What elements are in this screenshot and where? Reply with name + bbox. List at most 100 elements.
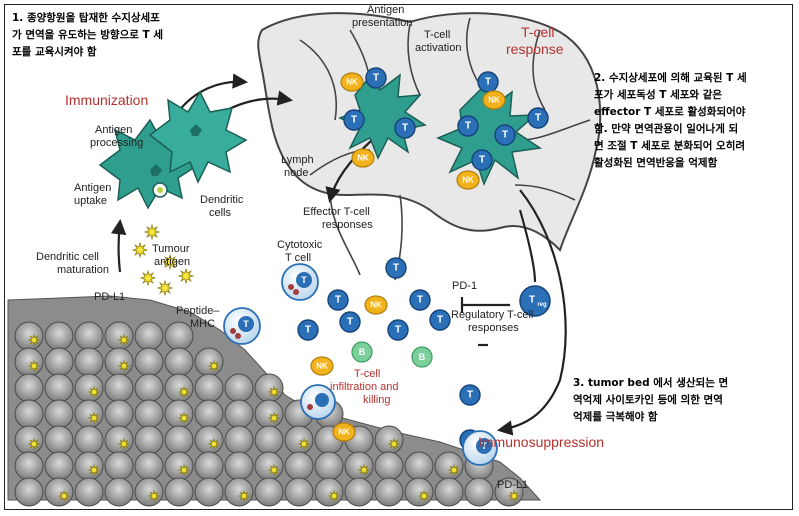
t-cell-label: T bbox=[335, 295, 341, 306]
figure-frame bbox=[4, 4, 793, 510]
tumour-cell bbox=[104, 321, 134, 351]
tumour-cell bbox=[284, 477, 314, 507]
t-cell: T bbox=[457, 115, 479, 137]
nk-cell-label: NK bbox=[370, 301, 382, 310]
tumour-mass bbox=[7, 295, 542, 507]
t-cell-label: T bbox=[481, 441, 487, 451]
note-3-line: 역억제 사이토카인 등에 의한 면역 bbox=[573, 394, 723, 406]
tumour-cell bbox=[374, 477, 404, 507]
note-2-line: 활성화된 면역반응을 억제함 bbox=[594, 157, 718, 169]
label-lymph-node: node bbox=[284, 167, 309, 179]
tumour-cell bbox=[44, 347, 74, 377]
t-cell-label: T bbox=[535, 113, 541, 124]
tumour-antigen-icon bbox=[207, 437, 221, 451]
label-t-cell-infiltration: infiltration and bbox=[330, 381, 399, 393]
t-cell-label: T bbox=[243, 319, 249, 329]
tumour-antigen-icon bbox=[27, 437, 41, 451]
t-cell-label: T bbox=[393, 263, 399, 274]
tumour-cell bbox=[14, 373, 44, 403]
t-cell: T bbox=[527, 107, 549, 129]
tumour-cell bbox=[284, 425, 314, 455]
tumour-cell bbox=[164, 451, 194, 481]
note-2-line: 포가 세포독성 T 세포와 같은 bbox=[594, 89, 723, 101]
label-peptide-mhc: MHC bbox=[190, 318, 216, 330]
tumour-cell bbox=[44, 399, 74, 429]
label-tumour-antigen: Tumour bbox=[152, 243, 190, 255]
tumour-cell bbox=[164, 321, 194, 351]
tumour-antigen-icon bbox=[387, 437, 401, 451]
note-2-line: 면 조절 T 세포로 분화되어 오히려 bbox=[594, 140, 746, 152]
tumour-cell bbox=[14, 347, 44, 377]
tumour-cell bbox=[224, 451, 254, 481]
nk-cell-label: NK bbox=[357, 154, 369, 163]
t-cell-label: T bbox=[301, 275, 307, 285]
t-cell-label: T bbox=[347, 317, 353, 328]
tumour-antigen-icon bbox=[27, 333, 41, 347]
nk-cell: NK bbox=[351, 148, 375, 168]
tumour-cell bbox=[134, 373, 164, 403]
tumour-cell bbox=[14, 321, 44, 351]
tumour-antigen-icon bbox=[357, 463, 371, 477]
lymph-node bbox=[257, 12, 602, 252]
tumour-antigen-icon bbox=[177, 411, 191, 425]
t-cell: T bbox=[385, 257, 407, 279]
tumour-antigen-icon bbox=[117, 333, 131, 347]
label-t-cell-activation: activation bbox=[415, 42, 462, 54]
t-cell-label: T bbox=[395, 325, 401, 336]
t-cell: T bbox=[327, 289, 349, 311]
tumour-cell bbox=[14, 425, 44, 455]
nk-cell: NK bbox=[364, 295, 388, 315]
label-dendritic-cell-maturation: maturation bbox=[57, 264, 109, 276]
tumour-antigen-icon bbox=[147, 489, 161, 503]
note-2: 2. 수지상세포에 의해 교육된 T 세 포가 세포독성 T 세포와 같은 ef… bbox=[594, 70, 747, 172]
lymph-vessel bbox=[329, 189, 361, 276]
tumour-cell bbox=[104, 477, 134, 507]
tumour-cell bbox=[134, 347, 164, 377]
dendritic-cell bbox=[148, 90, 248, 184]
tumour-cell bbox=[74, 399, 104, 429]
tumour-antigen-icon bbox=[267, 385, 281, 399]
tumour-cell bbox=[374, 425, 404, 455]
t-cell: T bbox=[394, 117, 416, 139]
label-pd-1: PD-1 bbox=[452, 280, 478, 292]
tumour-cell bbox=[254, 373, 284, 403]
tumour-antigen-icon bbox=[131, 241, 149, 259]
arrow-to-treg bbox=[518, 209, 537, 283]
t-cell-label: T bbox=[305, 325, 311, 336]
t-cell: T bbox=[477, 71, 499, 93]
tumour-cell bbox=[314, 451, 344, 481]
t-cell: T bbox=[494, 124, 516, 146]
tumour-cell bbox=[194, 347, 224, 377]
tumour-cell bbox=[254, 451, 284, 481]
tumour-cell bbox=[314, 477, 344, 507]
t-cell-label: T bbox=[502, 130, 508, 141]
label-regulatory-t-cell-responses: Regulatory T-cell bbox=[451, 309, 534, 321]
tumour-cell bbox=[164, 373, 194, 403]
tumour-cell bbox=[14, 399, 44, 429]
tumour-cell bbox=[434, 451, 464, 481]
note-1-line: 가 면역을 유도하는 방향으로 T 세 bbox=[12, 29, 164, 41]
tumour-cell bbox=[194, 425, 224, 455]
label-t-cell-infiltration: T-cell bbox=[354, 368, 381, 380]
tumour-cell bbox=[194, 373, 224, 403]
t-cell-label: T bbox=[465, 121, 471, 132]
arrow-immunosuppression bbox=[496, 189, 567, 436]
label-peptide-mhc: Peptide– bbox=[176, 305, 220, 317]
t-cell: T bbox=[297, 319, 319, 341]
tumour-cell bbox=[164, 347, 194, 377]
tumour-cell bbox=[134, 477, 164, 507]
note-1-line: 포를 교육시켜야 함 bbox=[12, 46, 97, 58]
tumour-cell bbox=[284, 451, 314, 481]
tumour-cell bbox=[254, 425, 284, 455]
tumour-cell bbox=[134, 399, 164, 429]
tumour-cell bbox=[134, 451, 164, 481]
tumour-antigen-icon bbox=[267, 411, 281, 425]
nk-cell: NK bbox=[332, 422, 356, 442]
tumour-cell bbox=[104, 373, 134, 403]
note-2-line: 2. 수지상세포에 의해 교육된 T 세 bbox=[594, 72, 747, 84]
label-lymph-node: Lymph bbox=[281, 154, 314, 166]
nk-cell: NK bbox=[340, 72, 364, 92]
tumour-cell bbox=[464, 477, 494, 507]
label-tumour-antigen: antigen bbox=[154, 256, 191, 268]
arrow-to-lymph-node bbox=[177, 73, 249, 113]
